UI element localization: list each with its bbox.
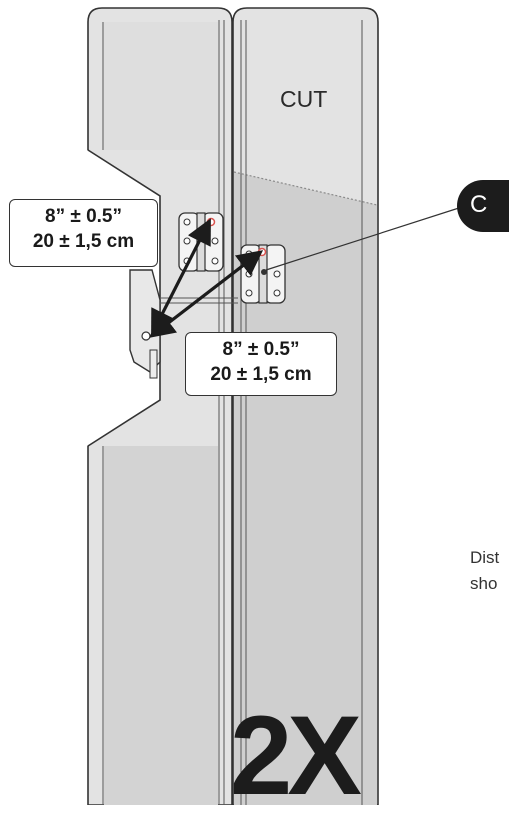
quantity-label: 2X xyxy=(230,693,362,818)
left-panel-lower-shade xyxy=(104,446,218,805)
cut-line xyxy=(233,171,378,206)
screw-icon xyxy=(245,270,253,278)
measurement-metric: 20 ± 1,5 cm xyxy=(210,364,312,385)
screw-icon xyxy=(183,218,191,226)
screw-icon xyxy=(183,237,191,245)
callout-letter: C xyxy=(470,191,488,218)
screw-icon-highlighted xyxy=(257,247,267,257)
note-line: Dist xyxy=(470,548,500,567)
bracket-hole-icon xyxy=(141,331,151,341)
measurement-label-left: 8” ± 0.5” 20 ± 1,5 cm xyxy=(9,199,158,267)
bracket-plate xyxy=(149,349,158,379)
measurement-imperial: 8” ± 0.5” xyxy=(222,339,300,360)
note-text: Dist sho xyxy=(470,545,509,597)
right-panel-shaded-area xyxy=(234,172,377,805)
hinge-right xyxy=(240,244,286,304)
cut-label: CUT xyxy=(280,86,328,112)
screw-icon xyxy=(273,270,281,278)
screw-icon xyxy=(211,237,219,245)
screw-icon xyxy=(211,257,219,265)
measurement-metric: 20 ± 1,5 cm xyxy=(32,231,135,252)
left-panel-upper-shade xyxy=(104,22,218,150)
screw-icon xyxy=(245,289,253,297)
measurement-arrow-right xyxy=(148,250,264,338)
note-line: sho xyxy=(470,574,498,593)
measurement-imperial: 8” ± 0.5” xyxy=(45,206,122,227)
callout-badge: C xyxy=(457,180,509,232)
hinge-left xyxy=(178,212,224,272)
screw-icon xyxy=(245,250,253,258)
callout-leader-line xyxy=(265,206,463,271)
measurement-label-right: 8” ± 0.5” 20 ± 1,5 cm xyxy=(185,332,337,396)
right-panel xyxy=(232,7,379,805)
left-panel xyxy=(0,0,232,805)
screw-icon xyxy=(273,289,281,297)
